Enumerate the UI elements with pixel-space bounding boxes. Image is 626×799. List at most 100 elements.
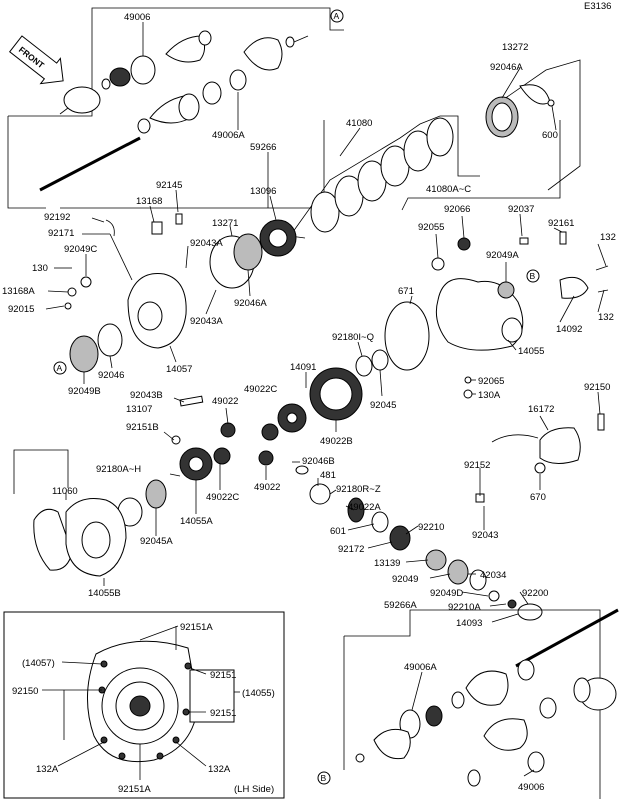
ring-gear-set (117, 349, 389, 527)
sensor-16172 (491, 413, 605, 474)
seal-92046 (97, 323, 123, 357)
fitting-13168 (151, 221, 163, 235)
shim-92046b (295, 465, 309, 475)
part-label: 49006 (518, 782, 544, 793)
part-label: 49022C (206, 492, 239, 503)
washer-92015 (64, 302, 72, 310)
circlip (527, 751, 545, 773)
o-ring-671 (384, 301, 430, 371)
part-label: 671 (398, 286, 414, 297)
part-label: 13168A (2, 286, 35, 297)
shim-14093 (517, 603, 543, 621)
bearing-13139 (425, 549, 447, 571)
part-label: 92043B (130, 390, 163, 401)
gear-49022 (220, 422, 236, 438)
part-label: 49022B (320, 436, 353, 447)
part-label: 49022 (212, 396, 238, 407)
part-label: 14055A (180, 516, 213, 527)
group-frame-line (493, 59, 581, 191)
seal-92049b (69, 335, 99, 373)
part-label: 92150 (12, 686, 38, 697)
inner-joint (243, 37, 283, 71)
part-label: 92046A (490, 62, 523, 73)
part-label: 92046B (302, 456, 335, 467)
part-label: 92049D (430, 588, 463, 599)
bolt-92145 (175, 213, 183, 225)
circlip (137, 118, 151, 134)
part-label: 92192 (44, 212, 70, 223)
seal-92049d (488, 590, 500, 602)
drive-shaft-group: A (7, 7, 344, 209)
circlip (101, 78, 111, 90)
marker-b-text: B (321, 773, 327, 783)
marker-a-text: A (334, 11, 340, 21)
o-ring-670 (534, 462, 546, 474)
plug-92049c (80, 276, 92, 288)
circlip (539, 697, 557, 719)
part-label: 481 (320, 470, 336, 481)
gear-49022c (213, 447, 231, 465)
circlip (517, 659, 535, 681)
part-label: 601 (330, 526, 346, 537)
circlip (229, 69, 247, 91)
marker-a-text: A (57, 363, 63, 373)
ring-92210a (507, 599, 517, 609)
diagram-code: E3136 (584, 1, 611, 12)
part-label: 92055 (418, 222, 444, 233)
clutch-plate (310, 191, 340, 233)
part-label: 670 (530, 492, 546, 503)
part-label: 49006A (404, 662, 437, 673)
part-label: 59266A (384, 600, 417, 611)
part-label: 13096 (250, 186, 276, 197)
part-label: 92049C (64, 244, 97, 255)
part-label: 13272 (502, 42, 528, 53)
part-label: 92180R~Z (336, 484, 381, 495)
pinion-stack (347, 493, 543, 621)
circlip (198, 30, 212, 46)
ring-group-13272 (485, 59, 581, 191)
part-label: 132 (600, 232, 616, 243)
part-label: 49006 (124, 12, 150, 23)
part-label: 41080 (346, 118, 372, 129)
part-label: 92180A~H (96, 464, 141, 475)
sleeve-42034 (469, 569, 487, 591)
bearing (425, 705, 443, 727)
part-label: 49022 (254, 482, 280, 493)
part-label: 600 (542, 130, 558, 141)
part-label: 92049 (392, 574, 418, 585)
inner-joint (373, 728, 411, 760)
group-frame-line (13, 449, 69, 494)
shaft-boot (165, 35, 206, 63)
housing-14055b (13, 449, 127, 577)
part-label: 92161 (548, 218, 574, 229)
part-label: 92045 (370, 400, 396, 411)
ring-92046a (233, 233, 263, 271)
part-label: 92043A (190, 238, 223, 249)
front-direction-icon: FRONT (8, 35, 64, 85)
part-label: 13271 (212, 218, 238, 229)
circlip (178, 93, 200, 121)
bolt-92150 (597, 413, 605, 431)
group-frame-line (8, 7, 344, 117)
shim-92180i (355, 355, 373, 377)
part-label: 92210A (448, 602, 481, 613)
seal-92049 (447, 559, 469, 585)
drive-shaft (39, 136, 141, 192)
part-label: 14055 (518, 346, 544, 357)
part-label: 92046 (98, 370, 124, 381)
fitting-13168a (67, 287, 77, 297)
ring-601 (371, 511, 389, 533)
marker-b-text: B (530, 271, 536, 281)
circlip (355, 753, 365, 763)
part-label: 14091 (290, 362, 316, 373)
part-label: (14057) (22, 658, 55, 669)
group-frame-line (7, 116, 46, 209)
part-label: 49006A (212, 130, 245, 141)
shim (371, 349, 389, 371)
leader-lines (42, 22, 607, 780)
part-label: 49022A (348, 502, 381, 513)
part-label: 132A (36, 764, 59, 775)
sensor-body (539, 427, 581, 464)
clutch-plate (426, 117, 454, 157)
